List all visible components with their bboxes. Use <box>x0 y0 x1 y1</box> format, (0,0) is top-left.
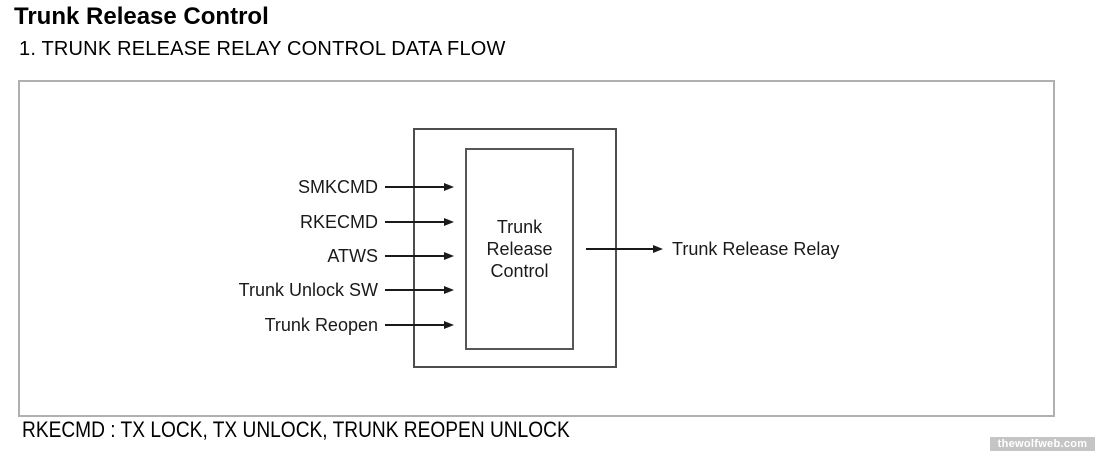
watermark-text: thewolfweb.com <box>997 438 1088 450</box>
output-arrow <box>586 245 663 253</box>
input-arrow-trunk-unlock-sw <box>385 286 454 294</box>
page-title: Trunk Release Control <box>14 3 269 30</box>
input-arrow-atws <box>385 252 454 260</box>
input-label-trunk-reopen: Trunk Reopen <box>264 315 378 335</box>
input-arrow-smkcmd <box>385 183 454 191</box>
input-label-atws: ATWS <box>327 246 378 266</box>
watermark-badge: thewolfweb.com <box>990 437 1095 451</box>
control-block-label: Trunk Release Control <box>486 217 553 281</box>
page-subtitle: 1. TRUNK RELEASE RELAY CONTROL DATA FLOW <box>19 38 506 60</box>
input-label-rkecmd: RKECMD <box>299 212 378 232</box>
control-block: Trunk Release Control <box>465 148 574 350</box>
input-label-smkcmd: SMKCMD <box>298 177 378 197</box>
footnote: RKECMD : TX LOCK, TX UNLOCK, TRUNK REOPE… <box>22 417 570 442</box>
output-label-trunk-release-relay: Trunk Release Relay <box>672 239 840 259</box>
input-arrow-rkecmd <box>385 218 454 226</box>
input-label-trunk-unlock-sw: Trunk Unlock SW <box>238 280 378 300</box>
diagram-frame <box>18 80 1055 417</box>
input-arrow-trunk-reopen <box>385 321 454 329</box>
